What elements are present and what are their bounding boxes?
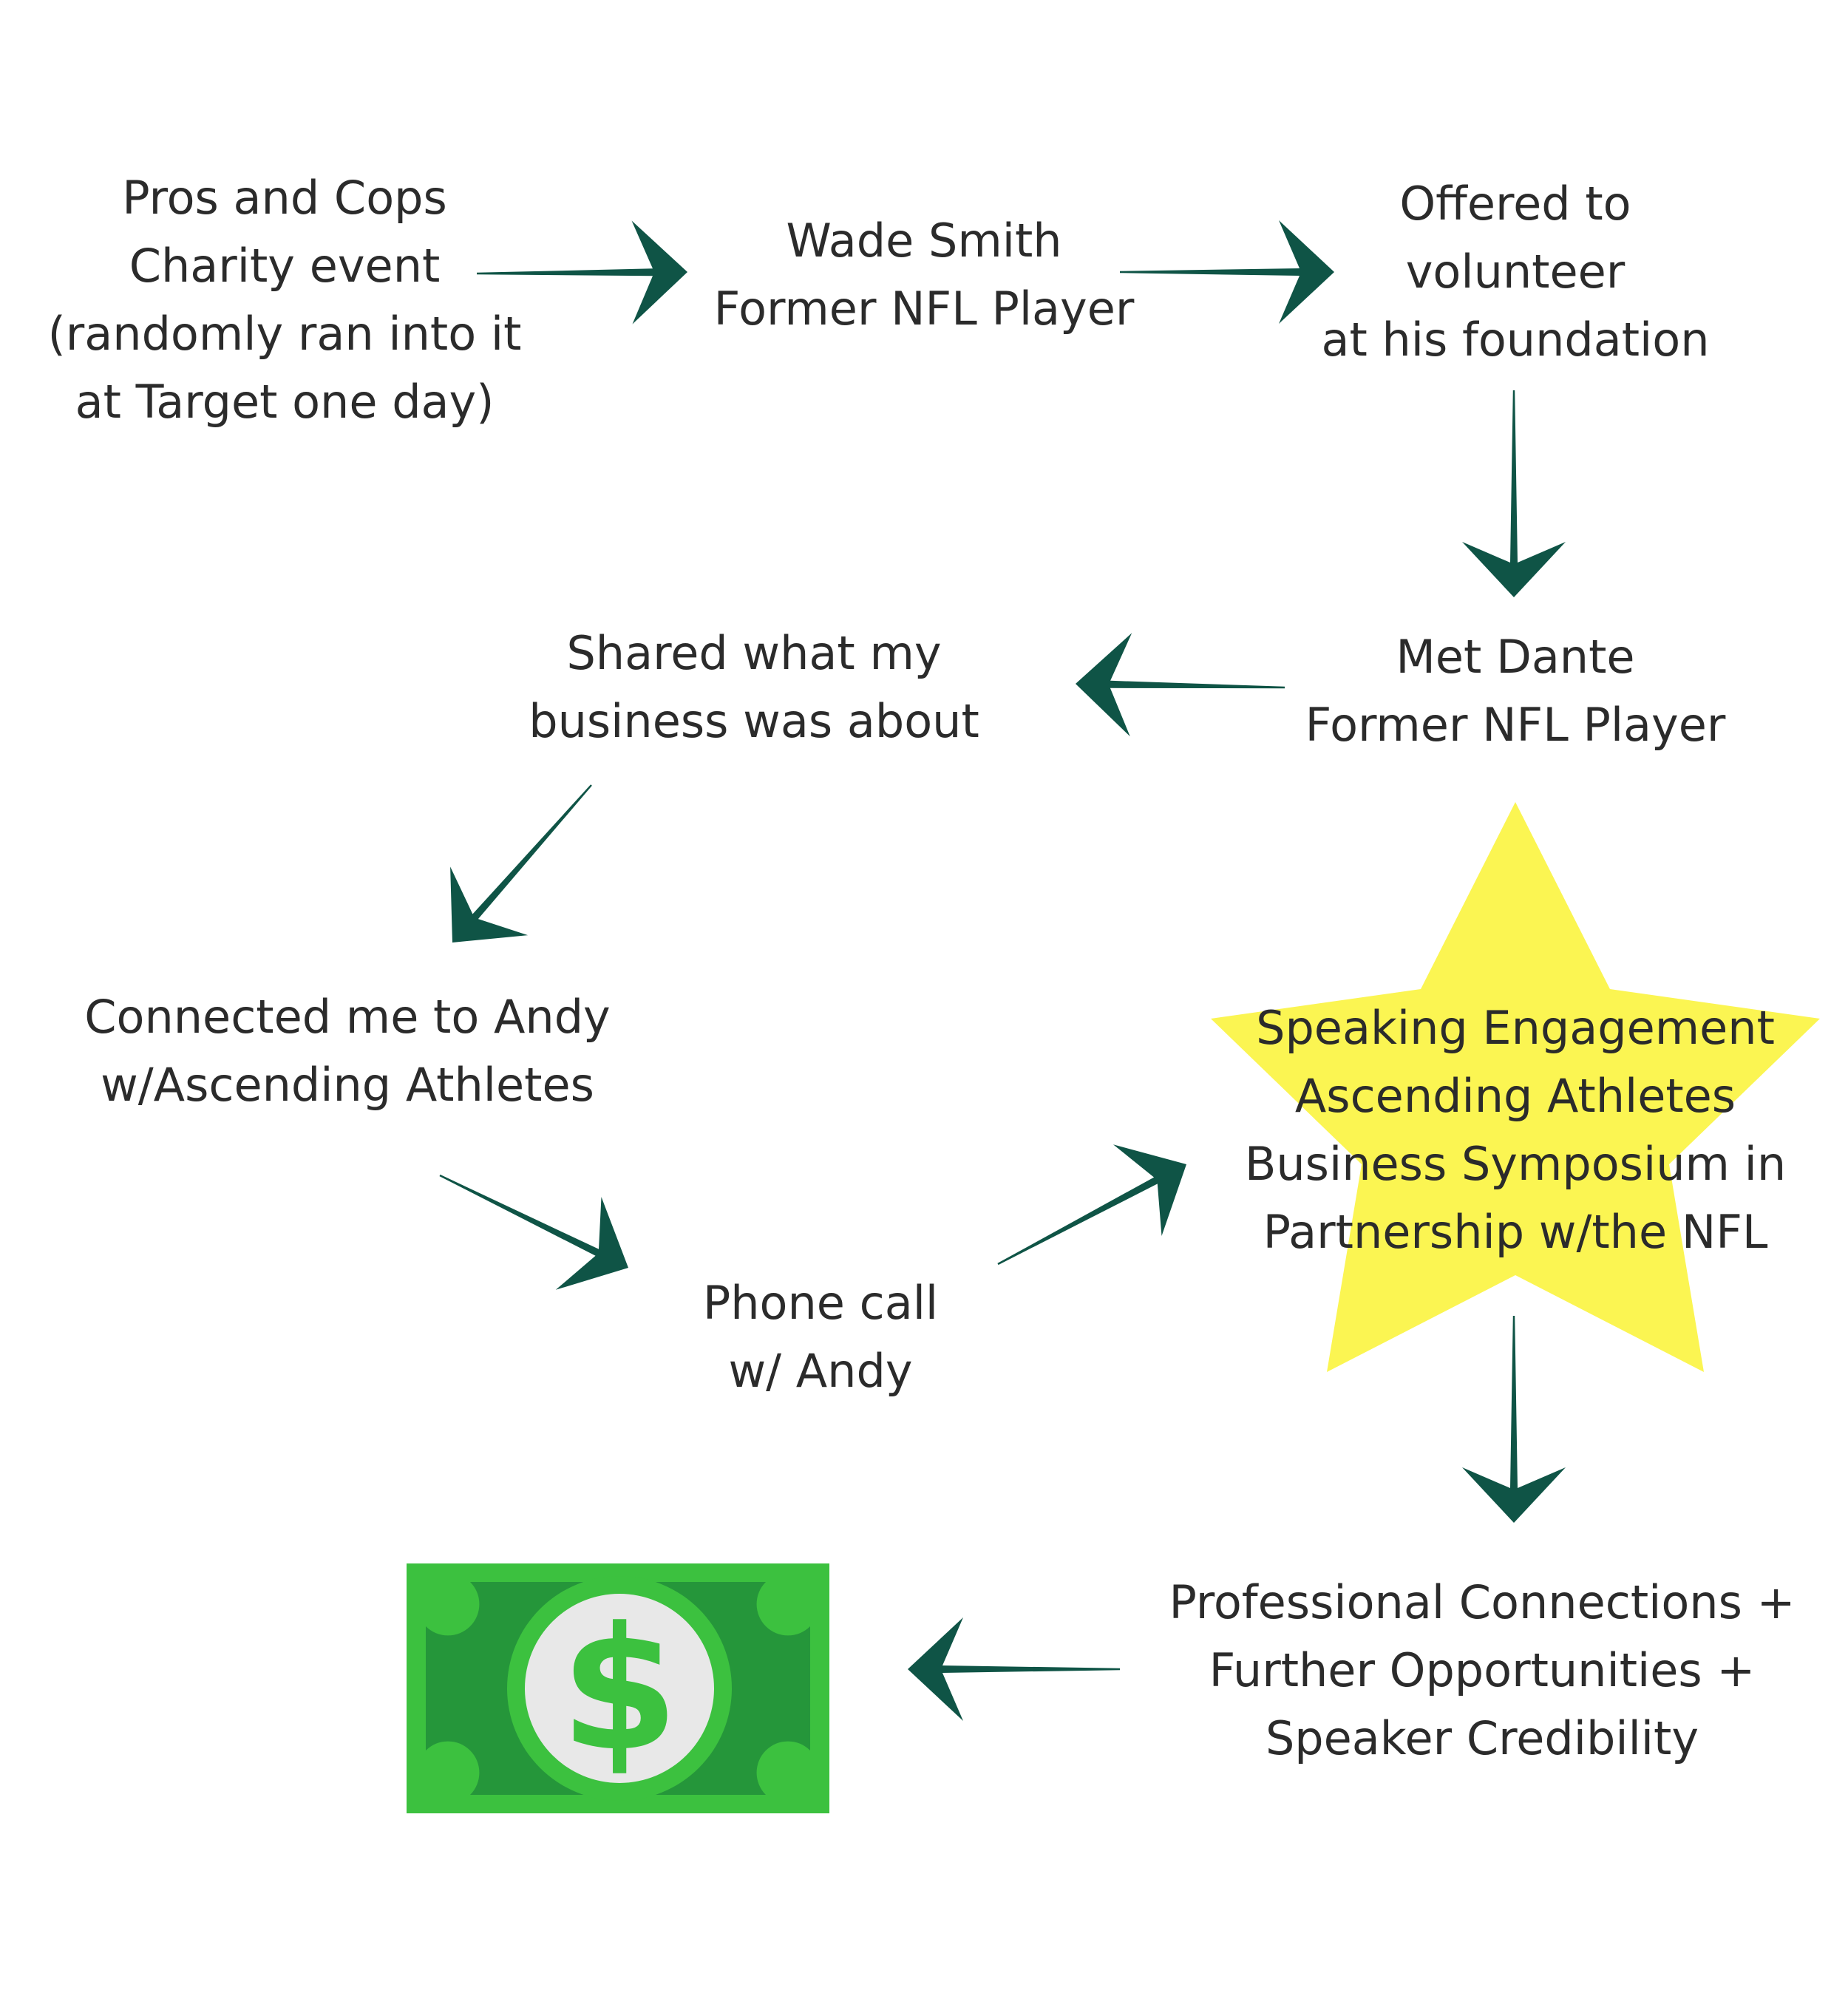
node-line: Connected me to Andy [84,990,611,1044]
arrow-shared-to-connected [450,784,592,943]
node-line: at Target one day) [75,375,495,429]
node-speaking-engagement: Speaking Engagement Ascending Athletes B… [1198,994,1833,1266]
node-outcomes: Professional Connections + Further Oppor… [1138,1569,1826,1773]
node-line: Met Dante [1396,630,1635,684]
node-phone-call: Phone call w/ Andy [673,1269,968,1405]
arrow-volunteer-to-dante [1462,390,1566,597]
node-line: Further Opportunities + [1209,1643,1756,1697]
node-line: Professional Connections + [1169,1575,1796,1629]
node-offered-to-volunteer: Offered to volunteer at his foundation [1271,170,1759,374]
node-wade-smith: Wade Smith Former NFL Player [680,207,1168,343]
node-line: Phone call [702,1276,939,1330]
dollar-sign-icon: $ [560,1592,679,1789]
node-shared-business: Shared what my business was about [488,619,1020,755]
node-line: at his foundation [1321,313,1710,367]
arrow-wade-to-volunteer [1120,220,1334,324]
arrow-outcomes-to-money [908,1617,1120,1721]
node-line: Speaking Engagement [1256,1001,1775,1055]
node-connected-to-andy: Connected me to Andy w/Ascending Athlete… [37,983,658,1119]
arrow-dante-to-shared [1076,633,1285,737]
node-line: Former NFL Player [1305,698,1726,752]
node-line: Offered to [1399,177,1631,231]
arrow-connected-to-phone [439,1174,628,1290]
node-line: Partnership w/the NFL [1263,1205,1768,1259]
node-line: w/ Andy [728,1344,913,1398]
dollar-bill-icon: $ [407,1563,829,1813]
node-line: w/Ascending Athletes [101,1058,594,1112]
node-line: Speaker Credibility [1265,1711,1699,1765]
node-line: Former NFL Player [713,282,1135,336]
node-line: (randomly ran into it [47,307,522,361]
node-line: Business Symposium in [1244,1137,1787,1191]
arrow-phone-to-speaking [997,1144,1186,1266]
node-pros-and-cops: Pros and Cops Charity event (randomly ra… [15,164,554,436]
node-line: Ascending Athletes [1294,1069,1736,1123]
flow-arrows [439,220,1566,1721]
node-line: Charity event [129,239,441,293]
node-met-dante: Met Dante Former NFL Player [1257,623,1774,759]
node-line: Shared what my [566,626,942,680]
node-line: volunteer [1405,245,1626,299]
arrow-pros-to-wade [477,220,687,325]
node-line: business was about [529,694,979,748]
highlight-star-shape [1211,802,1820,1372]
node-line: Wade Smith [786,214,1062,268]
node-line: Pros and Cops [122,171,447,225]
arrow-speaking-to-outcomes [1462,1316,1566,1523]
